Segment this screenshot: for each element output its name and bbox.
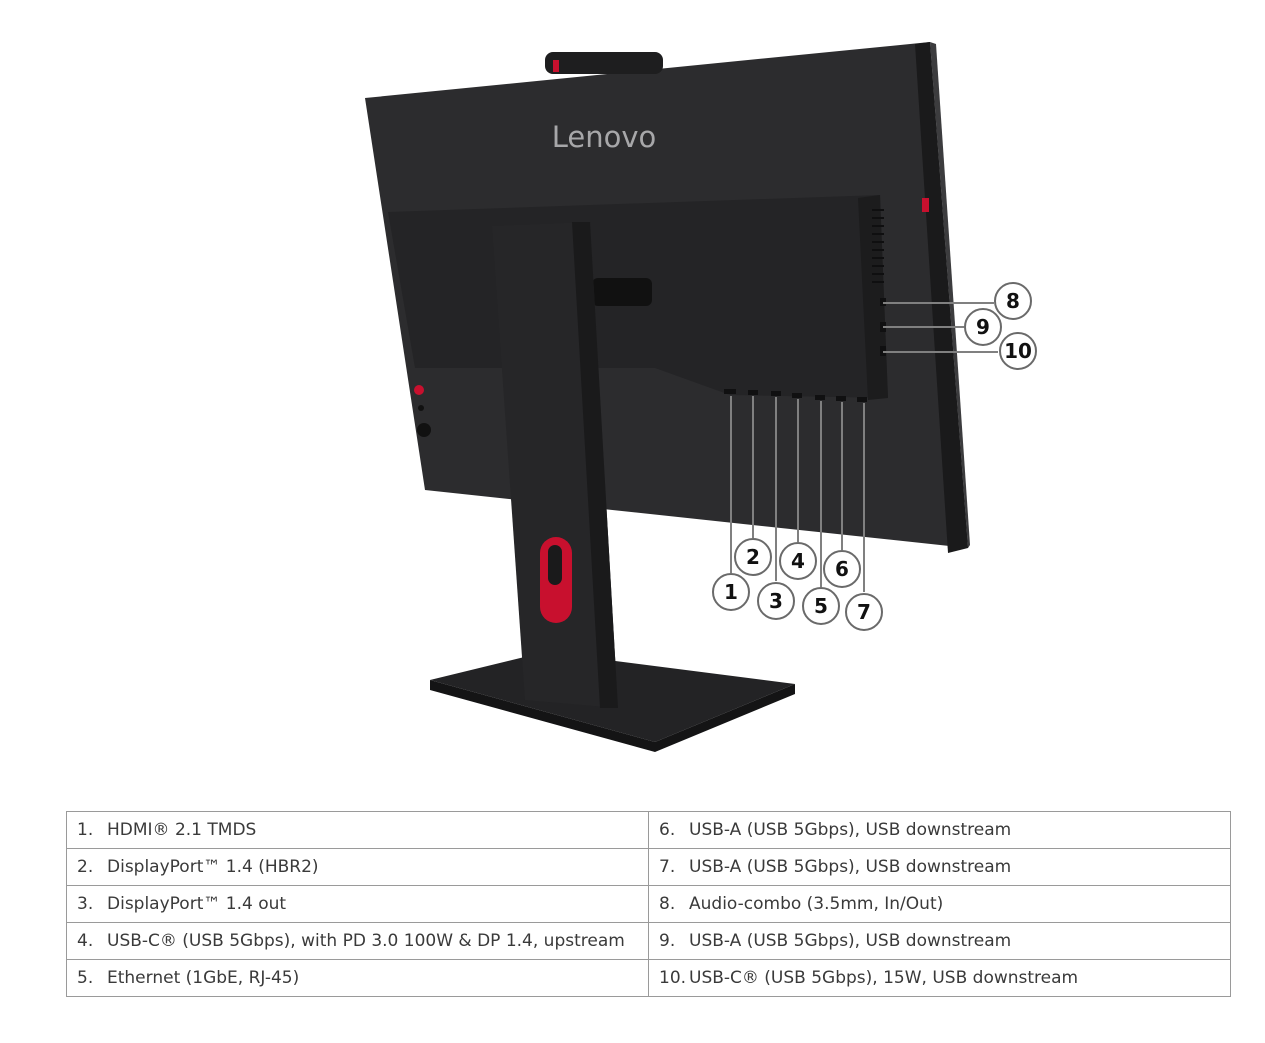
callout-leader-lines [730,302,998,592]
port-cell: 5. Ethernet (1GbE, RJ-45) [66,959,649,997]
svg-text:6: 6 [835,557,849,581]
table-row: 2. DisplayPort™ 1.4 (HBR2) 7. USB-A (USB 5… [66,848,1231,886]
port-cell: 4. USB-C® (USB 5Gbps), with PD 3.0 100W &… [66,922,649,960]
port-number: 9. [659,931,676,951]
svg-text:4: 4 [791,549,805,573]
lenovo-logo: Lenovo [552,120,657,154]
svg-text:7: 7 [857,600,871,624]
port-number: 8. [659,894,676,914]
table-row: 3. DisplayPort™ 1.4 out 8. Audio-combo (3.… [66,885,1231,923]
svg-text:8: 8 [1006,289,1020,313]
table-row: 4. USB-C® (USB 5Gbps), with PD 3.0 100W &… [66,922,1231,960]
svg-text:3: 3 [769,589,783,613]
monitor-stand-neck [492,222,618,708]
port-number: 3. [77,894,94,914]
port-cell: 3. DisplayPort™ 1.4 out [66,885,649,923]
port-label: Ethernet (1GbE, RJ-45) [107,968,300,988]
port-cell: 9. USB-A (USB 5Gbps), USB downstream [648,922,1231,960]
port-label: USB-A (USB 5Gbps), USB downstream [689,857,1012,877]
port-cell: 10.USB-C® (USB 5Gbps), 15W, USB downstre… [648,959,1231,997]
port-number: 6. [659,820,676,840]
port-label: Audio-combo (3.5mm, In/Out) [689,894,944,914]
port-label: USB-A (USB 5Gbps), USB downstream [689,820,1012,840]
port-label: USB-A (USB 5Gbps), USB downstream [689,931,1012,951]
monitor-body [365,42,970,553]
callout-8: 8 [994,282,1032,320]
callout-10: 10 [999,332,1037,370]
callout-9: 9 [964,308,1002,346]
port-cell: 8. Audio-combo (3.5mm, In/Out) [648,885,1231,923]
port-cell: 7. USB-A (USB 5Gbps), USB downstream [648,848,1231,886]
port-label: HDMI® 2.1 TMDS [107,820,257,840]
port-label: USB-C® (USB 5Gbps), 15W, USB downstream [689,968,1079,988]
monitor-rear-diagram: Lenovo 1 2 3 4 5 6 7 8 9 10 [365,42,1037,752]
svg-text:2: 2 [746,545,760,569]
callout-5: 5 [802,587,840,625]
callout-4: 4 [779,542,817,580]
port-number: 4. [77,931,94,951]
port-number: 5. [77,968,94,988]
port-label: USB-C® (USB 5Gbps), with PD 3.0 100W & D… [107,931,625,951]
table-row: 5. Ethernet (1GbE, RJ-45) 10.USB-C® (USB … [66,959,1231,997]
callout-7: 7 [845,593,883,631]
svg-text:10: 10 [1004,339,1032,363]
svg-text:1: 1 [724,580,738,604]
port-cell: 1. HDMI® 2.1 TMDS [66,811,649,849]
port-number: 2. [77,857,94,877]
port-label: DisplayPort™ 1.4 out [107,894,287,914]
port-number: 1. [77,820,94,840]
svg-text:5: 5 [814,594,828,618]
port-label: DisplayPort™ 1.4 (HBR2) [107,857,319,877]
callout-3: 3 [757,582,795,620]
port-cell: 6. USB-A (USB 5Gbps), USB downstream [648,811,1231,849]
port-legend-table: 1. HDMI® 2.1 TMDS 6. USB-A (USB 5Gbps), US… [66,811,1231,997]
callout-6: 6 [823,550,861,588]
port-cell: 2. DisplayPort™ 1.4 (HBR2) [66,848,649,886]
callout-1: 1 [712,573,750,611]
svg-text:9: 9 [976,315,990,339]
port-number: 7. [659,857,676,877]
port-number: 10. [659,968,687,988]
callout-2: 2 [734,538,772,576]
table-row: 1. HDMI® 2.1 TMDS 6. USB-A (USB 5Gbps), US… [66,811,1231,849]
